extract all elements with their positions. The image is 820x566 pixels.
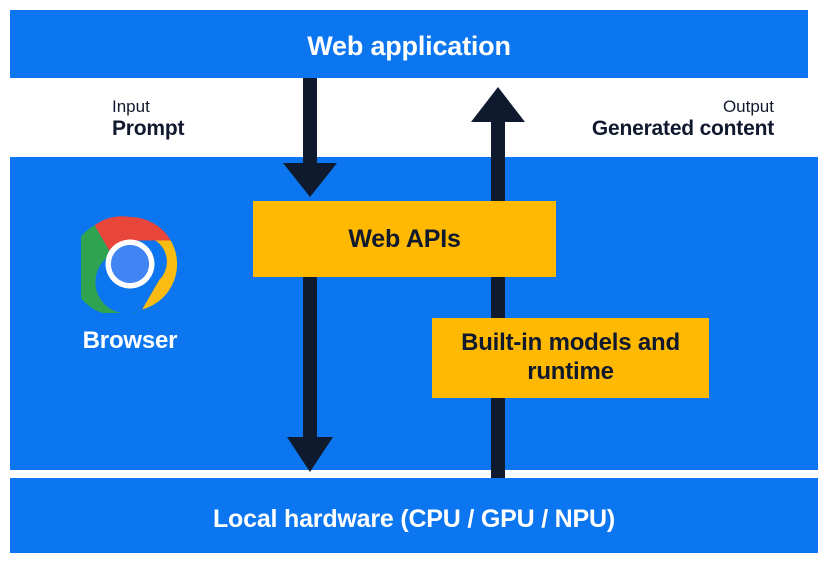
web-application-band: Web application xyxy=(10,10,808,78)
input-kind-label: Input xyxy=(112,97,150,116)
web-apis-label: Web APIs xyxy=(348,224,461,253)
input-value-label: Prompt xyxy=(112,117,185,141)
local-hardware-band: Local hardware (CPU / GPU / NPU) xyxy=(10,478,818,553)
browser-identity: Browser xyxy=(60,215,200,355)
output-value-label: Generated content xyxy=(591,117,774,141)
input-annotation: Input Prompt xyxy=(112,97,185,142)
web-application-label: Web application xyxy=(307,31,511,61)
browser-label: Browser xyxy=(82,327,178,354)
builtin-models-label: Built-in models and runtime xyxy=(461,329,680,385)
output-kind-label: Output xyxy=(722,97,774,116)
web-apis-box[interactable]: Web APIs xyxy=(253,201,556,277)
local-hardware-label: Local hardware (CPU / GPU / NPU) xyxy=(212,505,615,533)
chrome-logo-icon xyxy=(81,216,178,313)
output-annotation: Output Generated content xyxy=(592,97,774,142)
builtin-models-box[interactable]: Built-in models and runtime xyxy=(432,318,709,398)
